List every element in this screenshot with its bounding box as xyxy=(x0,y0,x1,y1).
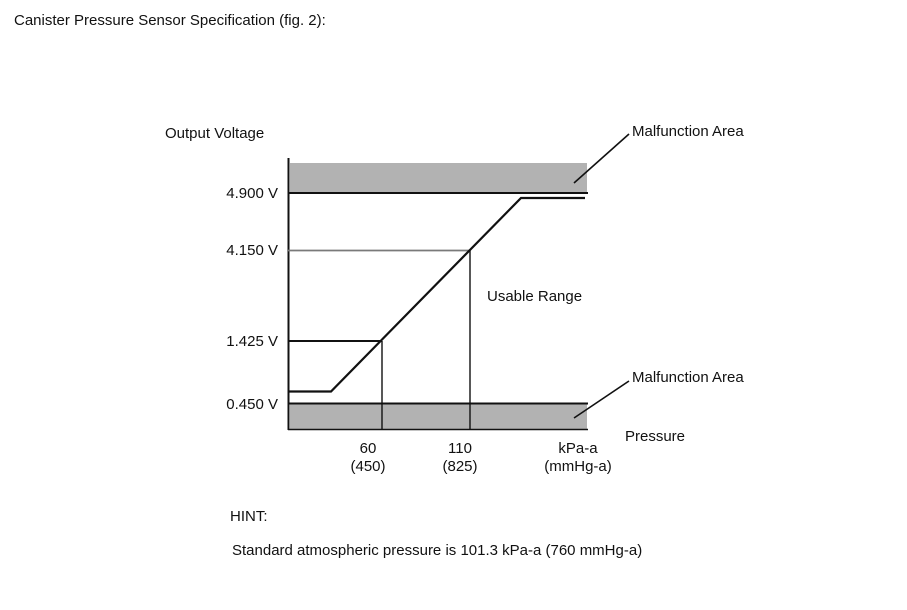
x-unit-mmhg: (mmHg-a) xyxy=(544,458,612,475)
x-tick-60: 60 (450) xyxy=(333,440,403,476)
y-axis-title: Output Voltage xyxy=(165,125,265,142)
y-tick-4150: 4.150 V xyxy=(226,242,278,259)
usable-range-label: Usable Range xyxy=(487,288,583,305)
hint-text: Standard atmospheric pressure is 101.3 k… xyxy=(232,542,643,559)
sensor-output-curve xyxy=(288,196,585,393)
x-tick-60-kpa: 60 xyxy=(359,440,377,457)
leader-line-malfunction-bottom xyxy=(573,380,630,419)
malfunction-band-bottom xyxy=(290,404,587,430)
malfunction-area-bottom-label: Malfunction Area xyxy=(632,369,744,386)
x-axis-units: kPa-a (mmHg-a) xyxy=(533,440,623,476)
x-unit-kpa: kPa-a xyxy=(558,440,598,457)
x-tick-60-mmhg: (450) xyxy=(350,458,386,475)
y-tick-1425: 1.425 V xyxy=(226,333,278,350)
y-tick-4900: 4.900 V xyxy=(226,185,278,202)
page-title: Canister Pressure Sensor Specification (… xyxy=(14,12,326,29)
hint-label: HINT: xyxy=(230,508,268,525)
malfunction-band-top xyxy=(290,163,587,192)
leader-line-malfunction-top xyxy=(573,133,630,184)
x-tick-110-kpa: 110 xyxy=(448,440,472,457)
malfunction-area-top-label: Malfunction Area xyxy=(632,123,744,140)
y-tick-0450: 0.450 V xyxy=(226,396,278,413)
x-tick-110-mmhg: (825) xyxy=(442,458,478,475)
x-axis-title: Pressure xyxy=(625,428,686,445)
x-tick-110: 110 (825) xyxy=(425,440,495,476)
